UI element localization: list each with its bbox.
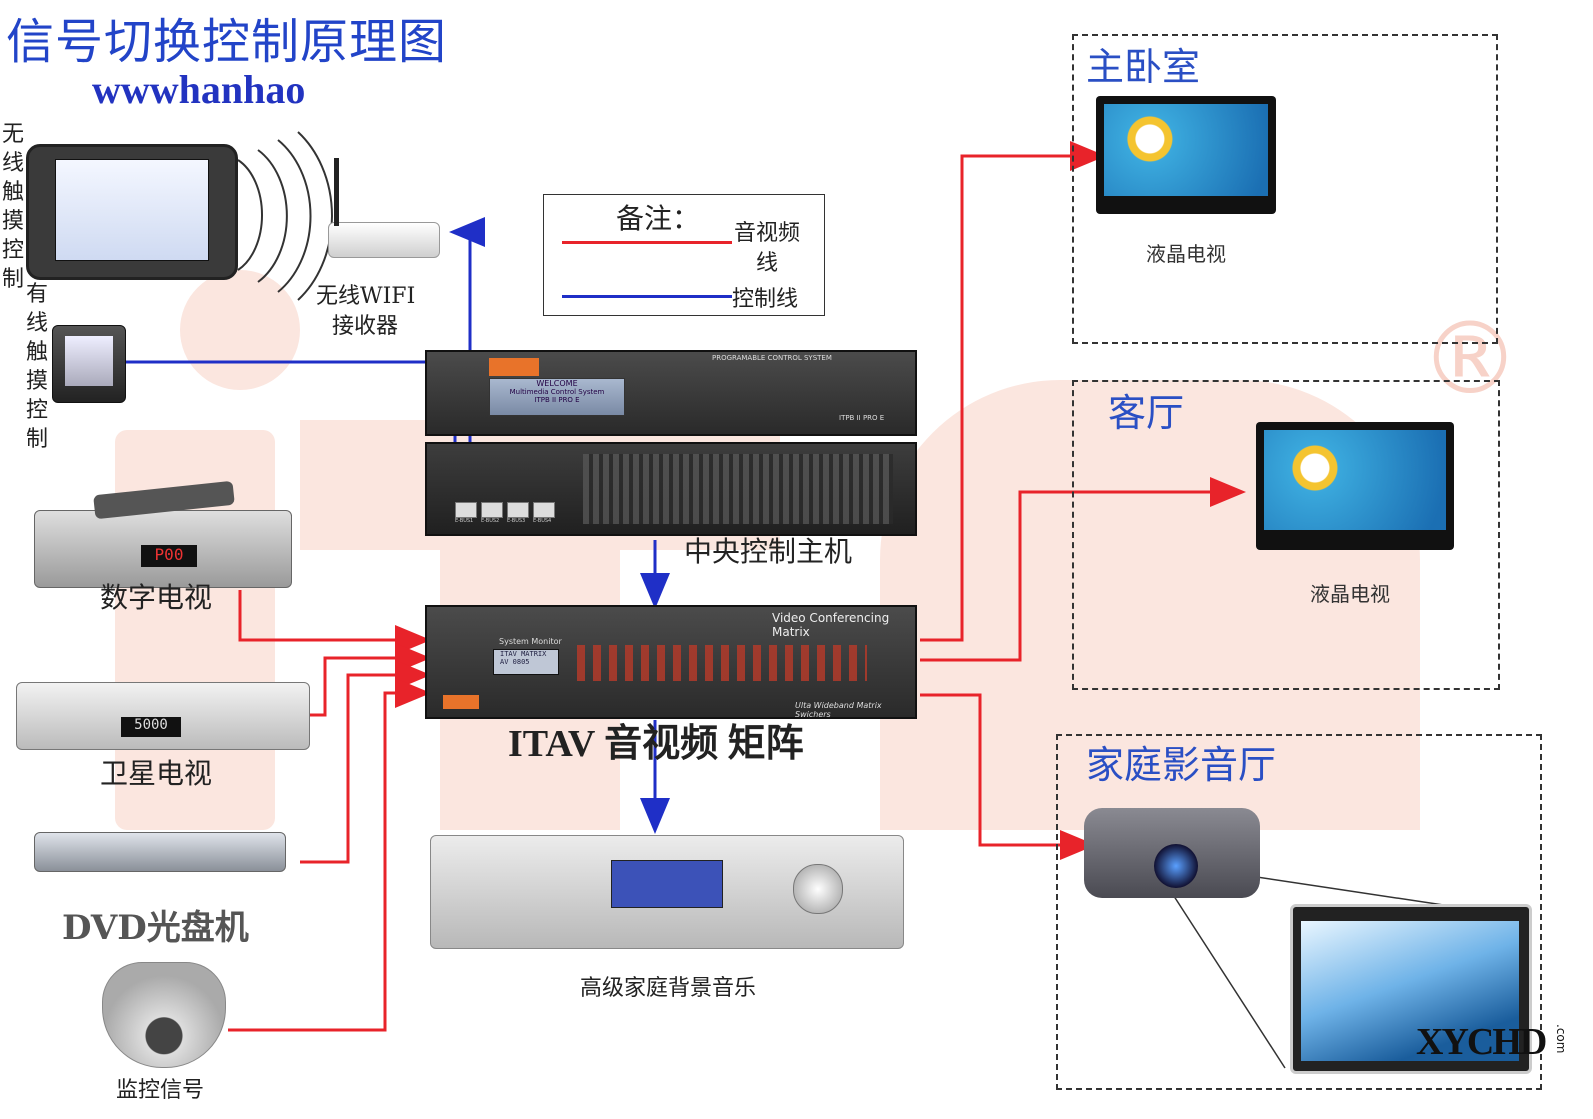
digital-tv-label: 数字电视 <box>100 581 213 614</box>
legend-av-swatch <box>562 241 732 244</box>
amp-knob <box>793 864 843 914</box>
central-host-rear: E-BUS1 E-BUS2 E-BUS3 E-BUS4 <box>425 442 917 536</box>
touch-screen <box>55 159 209 261</box>
room-theater <box>1056 734 1542 1090</box>
wifi-antenna <box>334 158 339 226</box>
background-music-amp <box>430 835 904 949</box>
page-subtitle: wwwhanhao <box>92 67 306 112</box>
ebus-port-2 <box>481 502 503 518</box>
cctv-dome-camera <box>102 962 226 1068</box>
wireless-touch-panel <box>26 144 238 280</box>
room-bedroom-label: 主卧室 <box>1086 45 1201 89</box>
ebus-port-1 <box>455 502 477 518</box>
legend-heading: 备注： <box>616 202 701 235</box>
ebus-label-1: E-BUS1 <box>455 518 474 524</box>
dvd-label: DVD光盘机 <box>62 908 249 948</box>
matrix-screen-line-1: ITAV MATRIX <box>500 650 547 658</box>
digital-tv-display: P00 <box>141 545 197 567</box>
av-line-cctv <box>228 678 431 1032</box>
room-bedroom <box>1072 34 1498 344</box>
room-theater-label: 家庭影音厅 <box>1086 743 1277 787</box>
bedroom-tv-label: 液晶电视 <box>1146 242 1226 266</box>
ebus-port-3 <box>507 502 529 518</box>
bedroom-tv <box>1096 96 1276 214</box>
central-host-brand-icon <box>489 358 539 376</box>
matrix-screen-line-2: AV 0805 <box>500 658 530 666</box>
matrix-screen: ITAV MATRIX AV 0805 <box>493 649 559 675</box>
amplifier-label: 高级家庭背景音乐 <box>580 976 757 1001</box>
legend-control-swatch <box>562 295 732 298</box>
av-line-bedroom <box>920 141 1106 642</box>
matrix-footer: Ulta Wideband Matrix Swichers <box>795 701 882 719</box>
corner-logo: XYCHD <box>1416 1021 1547 1063</box>
av-line-digital <box>238 590 431 655</box>
ebus-label-2: E-BUS2 <box>481 518 500 524</box>
wifi-waves <box>237 131 333 301</box>
central-host-model: ITPB II PRO E <box>839 414 885 422</box>
digital-tv-box: P00 <box>34 510 292 588</box>
satellite-tv-label: 卫星电视 <box>100 757 213 790</box>
welcome-line-2: Multimedia Control System <box>509 388 605 396</box>
room-living-label: 客厅 <box>1108 391 1185 435</box>
projection-screen-image <box>1301 921 1519 1061</box>
central-host-front: PROGRAMABLE CONTROL SYSTEM WELCOME Multi… <box>425 350 917 436</box>
bedroom-tv-screen <box>1104 104 1268 196</box>
central-host-header: PROGRAMABLE CONTROL SYSTEM <box>712 354 832 362</box>
matrix-buttons <box>577 645 867 681</box>
av-line-theater <box>920 693 1096 860</box>
control-line-wired <box>125 360 470 496</box>
ebus-label-3: E-BUS3 <box>507 518 526 524</box>
wired-keypad <box>65 336 113 386</box>
projector-lens <box>1154 844 1198 888</box>
living-tv <box>1256 422 1454 550</box>
av-line-dvd <box>300 660 431 864</box>
welcome-line-3: ITPB II PRO E <box>534 396 580 404</box>
wired-touch-panel <box>52 325 126 403</box>
wifi-router <box>328 222 440 258</box>
rear-connectors <box>583 454 893 524</box>
matrix-logo-icon <box>443 695 479 709</box>
page-title: 信号切换控制原理图 <box>6 14 448 70</box>
satellite-receiver: 5000 <box>16 682 310 750</box>
room-living <box>1072 380 1500 690</box>
matrix-label: ITAV 音视频 矩阵 <box>508 723 804 765</box>
wired-touch-label: 有线触摸控制 <box>25 282 48 452</box>
av-line-satellite <box>310 643 431 717</box>
ebus-label-4: E-BUS4 <box>533 518 552 524</box>
amp-display <box>611 860 723 908</box>
projector <box>1084 808 1260 898</box>
central-host-label: 中央控制主机 <box>684 535 853 568</box>
dvd-player <box>34 832 286 872</box>
av-matrix: Video Conferencing Matrix System Monitor… <box>425 605 917 719</box>
living-tv-screen <box>1264 430 1446 530</box>
corner-logo-sub: .com <box>1554 1024 1568 1054</box>
satellite-display: 5000 <box>121 717 181 737</box>
matrix-brand: Video Conferencing Matrix <box>772 611 890 639</box>
welcome-line-1: WELCOME <box>536 379 578 388</box>
central-host-screen: WELCOME Multimedia Control System ITPB I… <box>489 378 625 416</box>
legend-control-label: 控制线 <box>732 287 799 312</box>
watermark-registered: ® <box>1420 300 1520 417</box>
living-tv-label: 液晶电视 <box>1310 582 1390 606</box>
cctv-label: 监控信号 <box>116 1078 205 1103</box>
ebus-port-4 <box>533 502 555 518</box>
wifi-receiver-label-2: 接收器 <box>332 314 399 339</box>
matrix-monitor-label: System Monitor <box>499 637 562 646</box>
wifi-receiver-label-1: 无线WIFI <box>316 284 416 309</box>
projection-screen <box>1290 904 1532 1074</box>
legend-av-label: 音视频线 <box>733 221 800 276</box>
av-line-living <box>920 477 1246 662</box>
wireless-touch-label: 无线触摸控制 <box>1 122 24 292</box>
projector-beam-bottom <box>1169 889 1286 1069</box>
legend-box: 备注： 音视频线 控制线 <box>543 194 825 316</box>
